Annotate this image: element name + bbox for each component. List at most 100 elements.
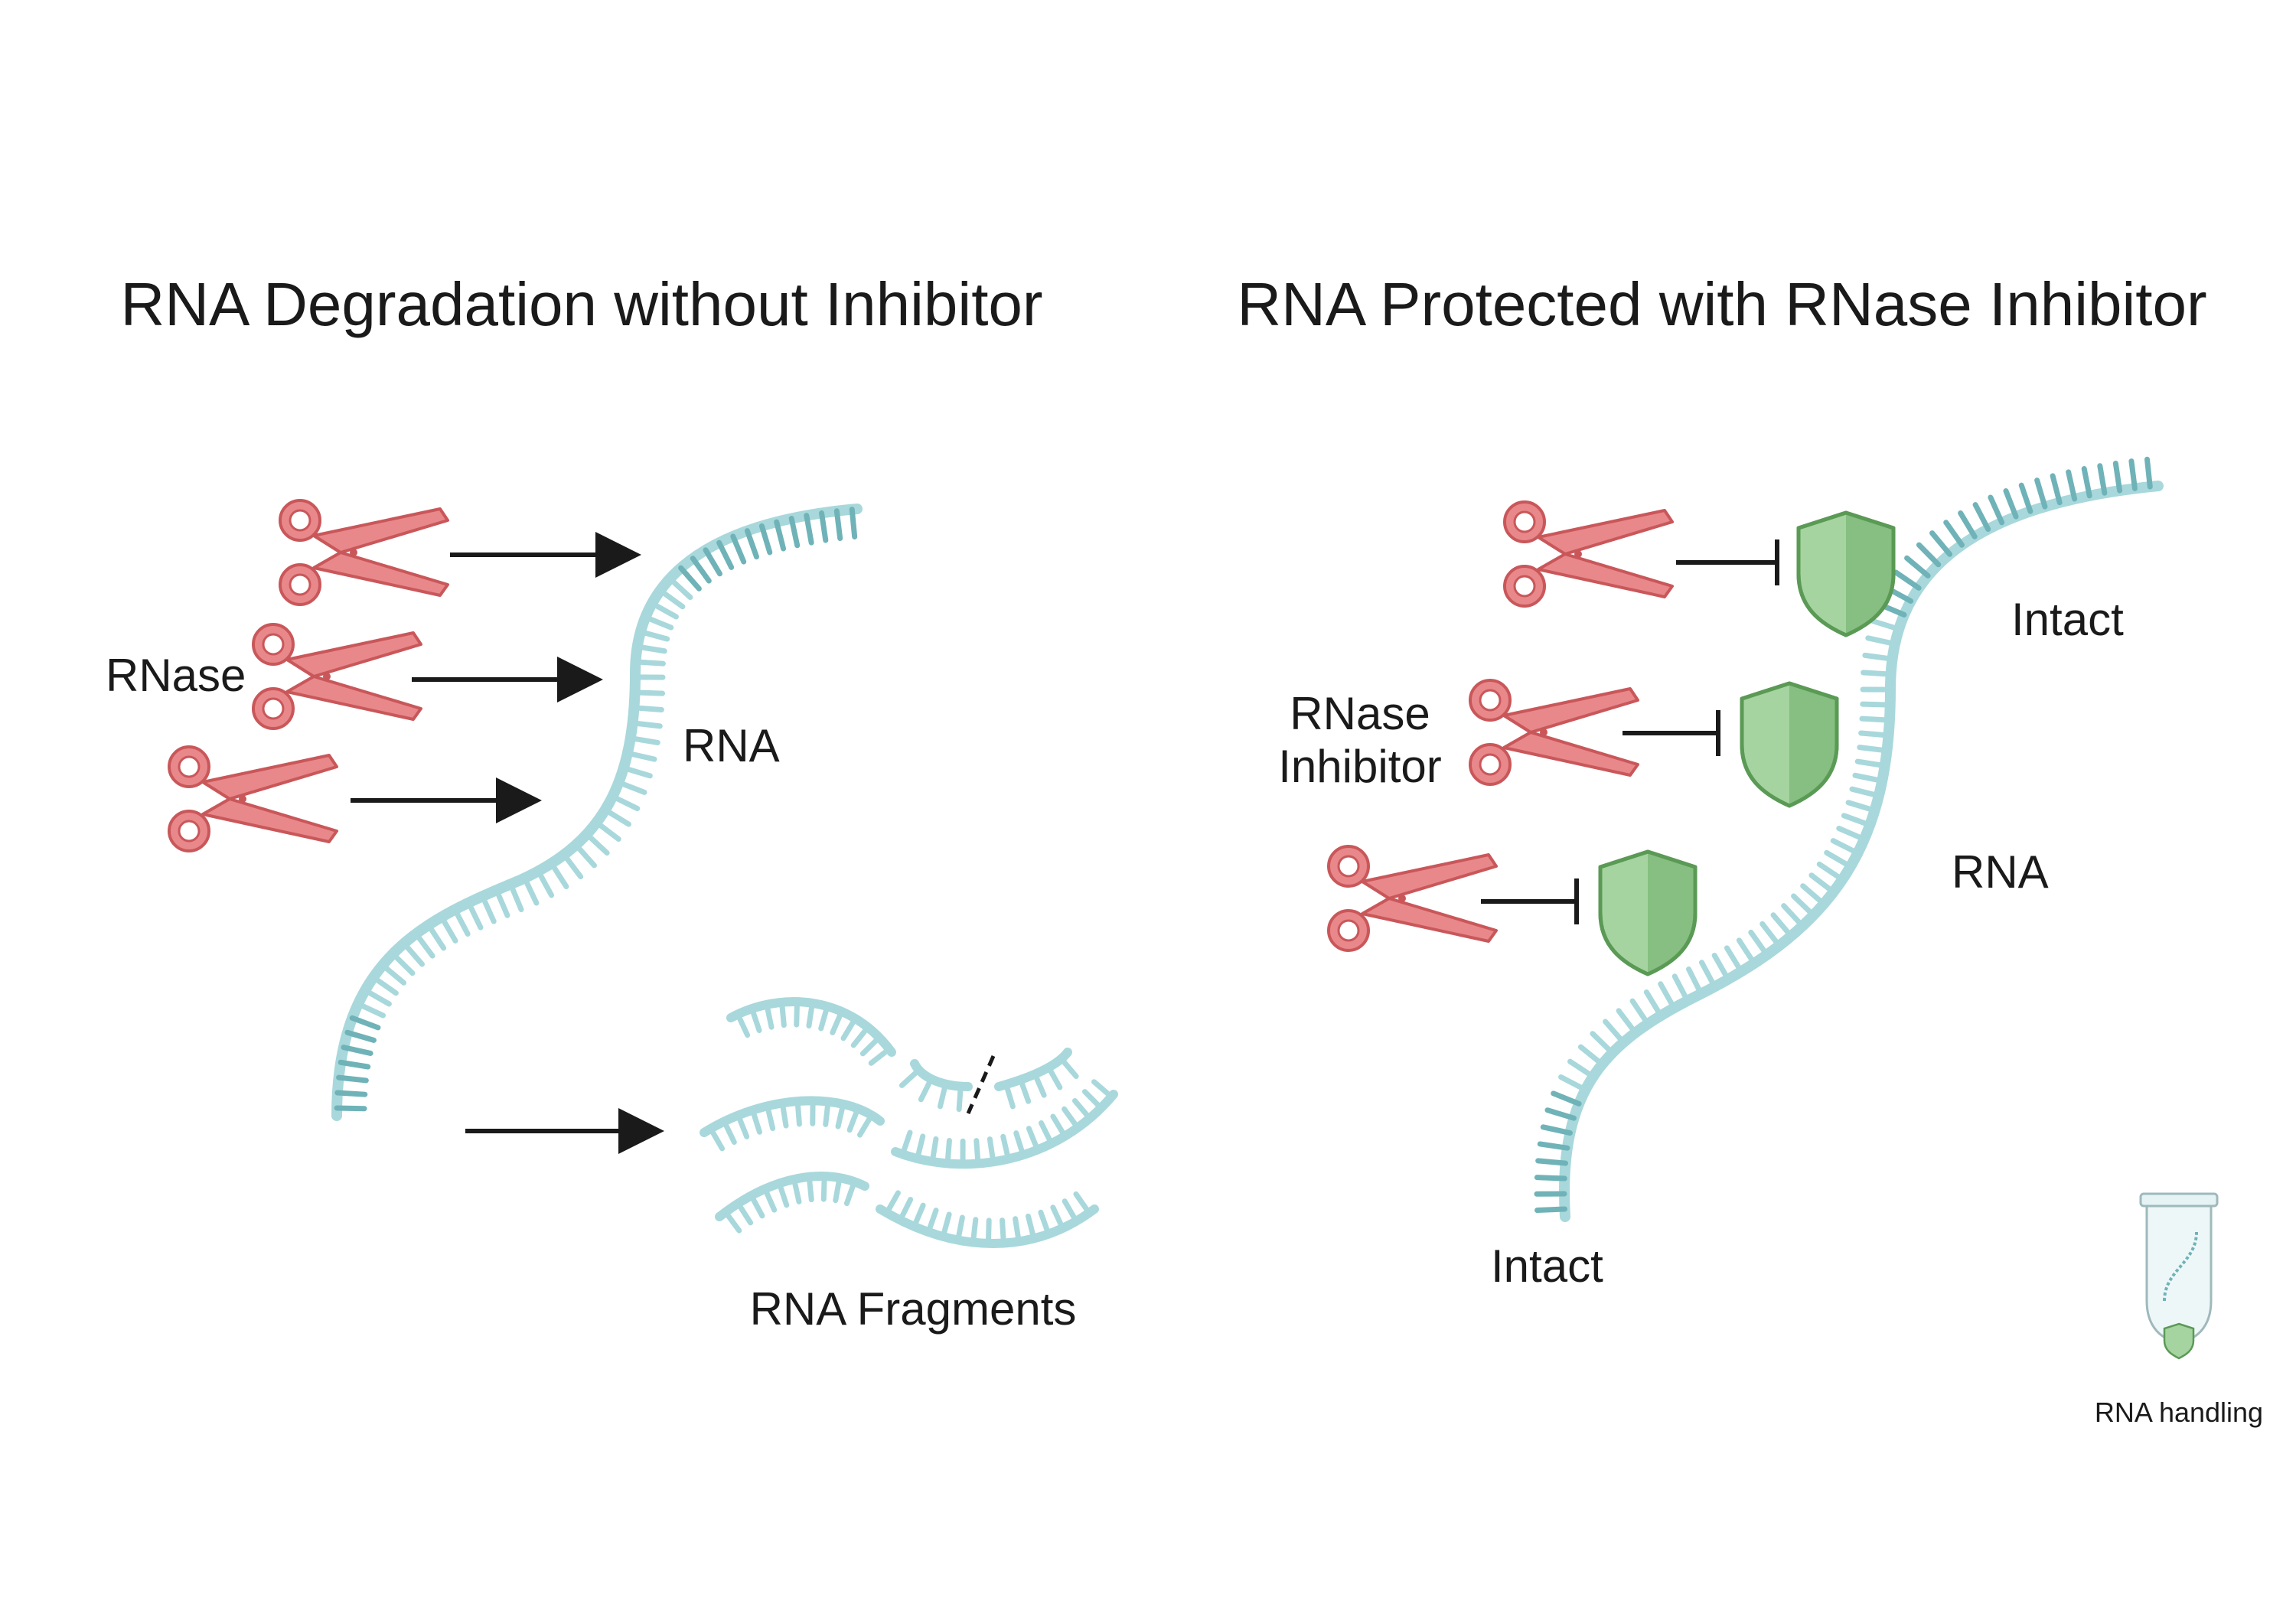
- rna-base: [929, 1136, 939, 1165]
- rna-base: [1800, 883, 1827, 907]
- rna-base: [390, 950, 416, 976]
- rna-base: [1032, 1071, 1047, 1098]
- rna-base: [1861, 670, 1894, 677]
- rna-base: [1893, 569, 1922, 591]
- rna-base: [1643, 989, 1664, 1019]
- rna-base: [764, 1002, 775, 1030]
- rna-base: [1958, 510, 1978, 539]
- rna-base: [609, 794, 641, 812]
- rna-base: [915, 1133, 926, 1162]
- rna-base: [859, 1035, 882, 1057]
- rna-base: [426, 922, 447, 951]
- rna-base: [401, 940, 425, 967]
- rna-fragment: [876, 1204, 1099, 1248]
- rna-base: [355, 1001, 386, 1019]
- rna-base: [1544, 1107, 1577, 1121]
- rna-base: [334, 1105, 367, 1112]
- rna-fragments-label: RNA Fragments: [750, 1283, 1077, 1335]
- rna-base: [749, 1107, 762, 1135]
- rna-base: [1862, 652, 1896, 662]
- rna-base: [840, 1015, 859, 1041]
- rna-base: [1760, 921, 1782, 949]
- rna-base: [631, 705, 664, 712]
- rna-base: [974, 1138, 981, 1167]
- rna-base: [955, 1214, 965, 1243]
- rna-base: [1808, 872, 1837, 895]
- rna-base: [1025, 1213, 1037, 1241]
- rna-base: [849, 507, 858, 539]
- rna-base: [621, 764, 653, 779]
- rna-base: [846, 1106, 861, 1133]
- rna-base: [730, 533, 747, 565]
- rna-base: [1836, 826, 1867, 843]
- rna-base: [334, 1090, 368, 1097]
- rna-base: [479, 893, 497, 924]
- rna-base: [1791, 893, 1817, 918]
- scissors-icon: [252, 623, 422, 730]
- rna-fragment-bases: [884, 1190, 1092, 1247]
- rna-base: [1616, 1008, 1639, 1036]
- rna-base: [830, 1009, 845, 1035]
- cut-mark: [966, 1054, 996, 1115]
- shield-icon: [1742, 683, 1837, 806]
- rna-base: [678, 565, 702, 592]
- rna-base: [833, 1175, 843, 1204]
- rna-base: [1929, 530, 1953, 557]
- rna-base: [833, 508, 843, 542]
- rna-base: [765, 1103, 776, 1132]
- rna-fragments: [700, 997, 1118, 1248]
- rna-base: [642, 614, 674, 631]
- rna-base: [748, 1006, 762, 1034]
- rnase-label: RNase: [106, 650, 246, 701]
- rna-base: [1816, 861, 1845, 882]
- rna-base: [722, 1209, 742, 1234]
- rnase-inhibitor-label-line2: Inhibitor: [1278, 741, 1441, 792]
- rna-base: [1000, 1133, 1011, 1162]
- rna-base: [1860, 701, 1893, 708]
- rna-label-left: RNA: [683, 720, 780, 771]
- rna-base: [899, 1067, 922, 1088]
- rna-fragment: [910, 1059, 973, 1091]
- rna-base: [944, 1138, 952, 1166]
- rna-base: [1845, 800, 1878, 813]
- rna-base: [987, 1136, 996, 1165]
- rna-base: [625, 750, 657, 762]
- rna-base: [638, 628, 670, 642]
- rna-base: [1003, 1081, 1016, 1110]
- tube-icon: [2139, 1192, 2219, 1360]
- shield-icon: [1600, 852, 1695, 974]
- rna-base: [1045, 1064, 1063, 1090]
- rna-base: [735, 1112, 750, 1139]
- rna-base: [1026, 1126, 1041, 1153]
- rna-base: [897, 1197, 914, 1223]
- rna-base: [1058, 1056, 1079, 1080]
- rna-fragment: [700, 1096, 885, 1137]
- rna-base: [2050, 473, 2063, 506]
- rna-base: [1852, 772, 1885, 784]
- rna-base: [1671, 973, 1691, 1004]
- rna-base: [804, 513, 814, 546]
- rna-base: [1686, 966, 1704, 997]
- intact-label-top: Intact: [2011, 594, 2124, 645]
- rna-base: [649, 600, 679, 620]
- left-panel: RNase RNA RNA Fragments: [106, 499, 1118, 1335]
- rna-base: [1050, 1204, 1065, 1231]
- rna-base: [791, 1176, 802, 1204]
- rna-base: [452, 907, 471, 937]
- rna-base: [1000, 1217, 1006, 1247]
- rna-base: [632, 659, 666, 667]
- rna-base: [584, 831, 610, 856]
- rna-base: [341, 1045, 373, 1056]
- inhibit-arrow: [1676, 539, 1779, 585]
- rna-base: [572, 842, 597, 869]
- right-panel: RNase Inhibitor Intact RNA Intact RNA ha…: [1278, 456, 2263, 1428]
- rna-base: [1698, 960, 1717, 989]
- rna-base: [1038, 1120, 1055, 1146]
- rna-base: [857, 1112, 875, 1138]
- rna-base: [1736, 937, 1757, 966]
- rna-base: [2003, 488, 2019, 520]
- rna-base: [1091, 1079, 1114, 1100]
- rna-base: [1870, 618, 1902, 632]
- rna-base: [370, 974, 399, 996]
- rna-base: [911, 1202, 926, 1230]
